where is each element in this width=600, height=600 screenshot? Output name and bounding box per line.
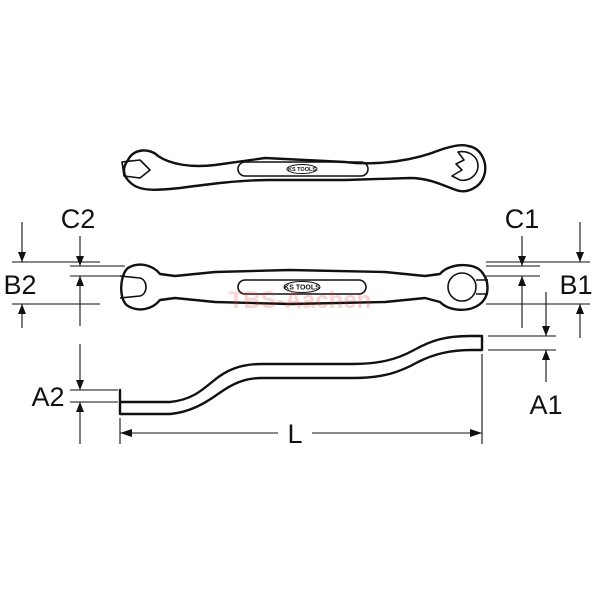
label-b1: B1 [559, 270, 592, 300]
brand-logo-oval-large [283, 281, 321, 293]
dimension-l [119, 354, 483, 444]
dimension-a1 [488, 292, 556, 382]
wrench-front-view: KS TOOLS [119, 263, 489, 311]
label-c1: C1 [505, 204, 540, 234]
wrench-side-view [118, 334, 484, 416]
label-l: L [287, 419, 302, 449]
dimension-b1 [486, 222, 590, 338]
label-a1: A1 [529, 390, 562, 420]
wrench-perspective-view: KS TOOLS [121, 144, 487, 193]
label-b2: B2 [3, 270, 36, 300]
dimension-b2 [12, 222, 100, 328]
dimension-c2 [70, 236, 125, 326]
brand-logo-oval-small [286, 164, 318, 174]
watermark: TBS-Aachen [229, 287, 372, 314]
label-c2: C2 [61, 204, 96, 234]
dimension-a2 [70, 344, 118, 444]
dimension-c1 [486, 236, 540, 328]
label-a2: A2 [31, 382, 64, 412]
brand-logo-small: KS TOOLS [288, 167, 316, 173]
brand-logo-large: KS TOOLS [284, 285, 320, 292]
